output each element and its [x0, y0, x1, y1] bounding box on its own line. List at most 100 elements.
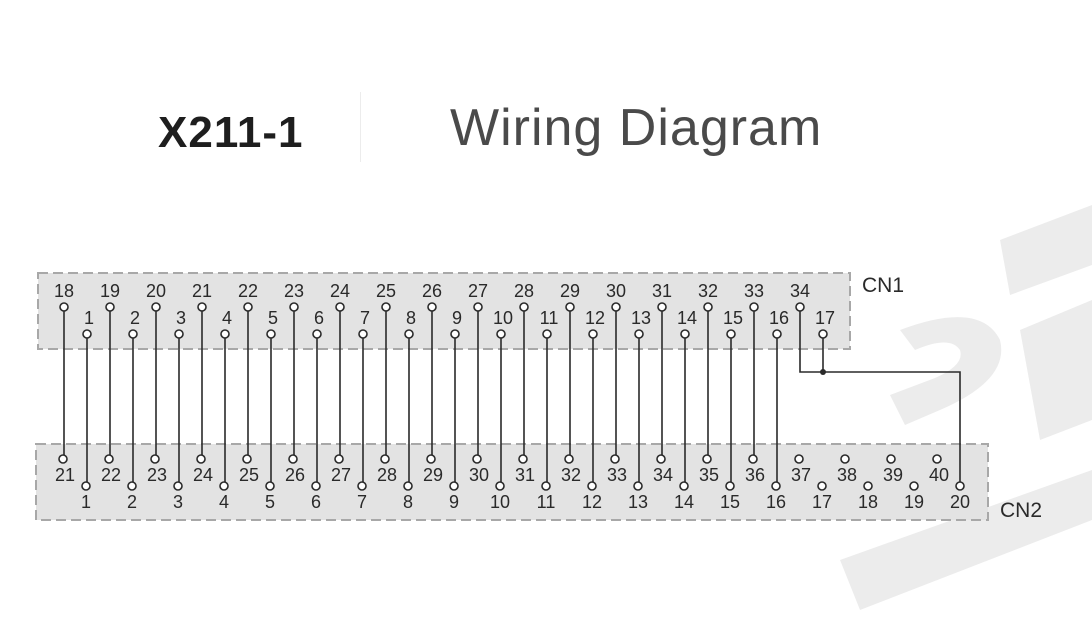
cn2-connector-body [35, 443, 989, 521]
cn1-pin-label-7: 7 [360, 308, 370, 328]
cn1-pin-7 [358, 329, 368, 339]
cn2-pin-9 [449, 481, 459, 491]
cn2-pin-label-19: 19 [904, 492, 924, 512]
cn1-pin-8 [404, 329, 414, 339]
cn1-pin-1 [82, 329, 92, 339]
cn1-pin-label-31: 31 [652, 281, 672, 301]
cn2-pin-label-38: 38 [837, 465, 857, 485]
cn2-pin-label-40: 40 [929, 465, 949, 485]
cn2-pin-40 [932, 454, 942, 464]
cn2-pin-7 [357, 481, 367, 491]
cn1-pin-24 [335, 302, 345, 312]
cn2-pin-label-11: 11 [537, 492, 556, 512]
cn1-pin-27 [473, 302, 483, 312]
cn2-pin-4 [219, 481, 229, 491]
cn1-pin-13 [634, 329, 644, 339]
cn1-pin-label-1: 1 [84, 308, 94, 328]
cn1-pin-21 [197, 302, 207, 312]
cn2-pin-label-13: 13 [628, 492, 648, 512]
cn2-pin-label-3: 3 [173, 492, 183, 512]
cn2-pin-label-37: 37 [791, 465, 811, 485]
cn2-pin-20 [955, 481, 965, 491]
cn1-pin-12 [588, 329, 598, 339]
cn1-pin-9 [450, 329, 460, 339]
cn2-pin-16 [771, 481, 781, 491]
cn2-pin-8 [403, 481, 413, 491]
cn2-pin-22 [104, 454, 114, 464]
cn1-pin-5 [266, 329, 276, 339]
cn2-pin-6 [311, 481, 321, 491]
cn2-pin-label-26: 26 [285, 465, 305, 485]
cn1-pin-label-14: 14 [677, 308, 697, 328]
cn1-pin-3 [174, 329, 184, 339]
cn2-pin-29 [426, 454, 436, 464]
cn1-pin-label-29: 29 [560, 281, 580, 301]
cn2-pin-label-28: 28 [377, 465, 397, 485]
cn2-pin-34 [656, 454, 666, 464]
cn2-pin-11 [541, 481, 551, 491]
cn1-label: CN1 [862, 274, 904, 297]
cn2-pin-26 [288, 454, 298, 464]
cn2-pin-label-12: 12 [582, 492, 602, 512]
model-number: X211-1 [158, 108, 304, 157]
cn1-pin-label-11: 11 [540, 308, 559, 328]
cn2-pin-label-4: 4 [219, 492, 229, 512]
cn2-pin-label-1: 1 [81, 492, 91, 512]
cn2-pin-label-17: 17 [812, 492, 832, 512]
cn2-pin-28 [380, 454, 390, 464]
cn1-pin-label-15: 15 [723, 308, 743, 328]
cn2-pin-label-6: 6 [311, 492, 321, 512]
cn1-pin-label-12: 12 [585, 308, 605, 328]
cn1-pin-label-22: 22 [238, 281, 258, 301]
cn2-pin-18 [863, 481, 873, 491]
cn2-pin-30 [472, 454, 482, 464]
cn2-pin-label-7: 7 [357, 492, 367, 512]
cn1-pin-22 [243, 302, 253, 312]
cn2-pin-label-21: 21 [55, 465, 75, 485]
cn2-pin-label-33: 33 [607, 465, 627, 485]
cn1-pin-11 [542, 329, 552, 339]
cn2-pin-label-14: 14 [674, 492, 694, 512]
cn2-pin-17 [817, 481, 827, 491]
cn2-pin-10 [495, 481, 505, 491]
cn1-pin-label-3: 3 [176, 308, 186, 328]
cn1-pin-label-16: 16 [769, 308, 789, 328]
cn1-pin-label-13: 13 [631, 308, 651, 328]
cn2-pin-label-22: 22 [101, 465, 121, 485]
cn1-pin-label-23: 23 [284, 281, 304, 301]
junction-dot [820, 369, 826, 375]
cn2-pin-label-10: 10 [490, 492, 510, 512]
cn2-pin-label-18: 18 [858, 492, 878, 512]
cn1-pin-19 [105, 302, 115, 312]
cn1-pin-label-6: 6 [314, 308, 324, 328]
cn1-pin-30 [611, 302, 621, 312]
cn2-pin-label-36: 36 [745, 465, 765, 485]
cn2-pin-3 [173, 481, 183, 491]
cn2-pin-label-39: 39 [883, 465, 903, 485]
cn2-pin-label-16: 16 [766, 492, 786, 512]
cn2-pin-5 [265, 481, 275, 491]
cn1-pin-15 [726, 329, 736, 339]
cn2-pin-label-24: 24 [193, 465, 213, 485]
cn2-pin-27 [334, 454, 344, 464]
cn1-pin-label-24: 24 [330, 281, 350, 301]
cn1-pin-label-2: 2 [130, 308, 140, 328]
cn2-pin-label-5: 5 [265, 492, 275, 512]
diagram-title: Wiring Diagram [450, 99, 823, 157]
cn1-pin-label-32: 32 [698, 281, 718, 301]
cn2-label: CN2 [1000, 499, 1042, 522]
cn1-pin-label-18: 18 [54, 281, 74, 301]
cn1-pin-label-17: 17 [815, 308, 835, 328]
cn2-pin-label-35: 35 [699, 465, 719, 485]
cn2-pin-14 [679, 481, 689, 491]
cn2-pin-13 [633, 481, 643, 491]
cn2-pin-23 [150, 454, 160, 464]
cn2-pin-2 [127, 481, 137, 491]
cn2-pin-label-20: 20 [950, 492, 970, 512]
cn2-pin-label-30: 30 [469, 465, 489, 485]
cn1-pin-18 [59, 302, 69, 312]
cn1-pin-label-33: 33 [744, 281, 764, 301]
cn2-pin-label-31: 31 [515, 465, 535, 485]
cn1-pin-10 [496, 329, 506, 339]
